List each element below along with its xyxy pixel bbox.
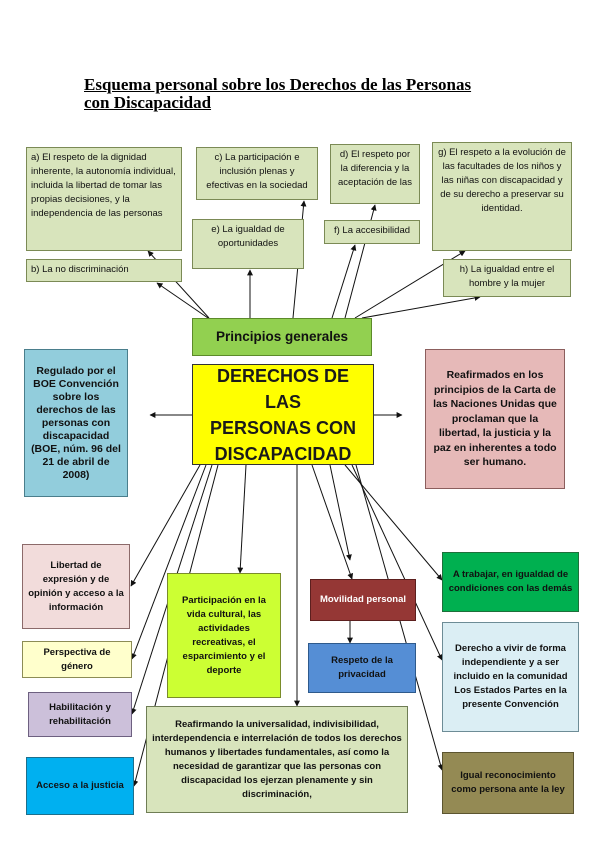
right-cultural-participation: Participación en la vida cultural, las a… (167, 573, 281, 698)
principle-d-respect-difference: d) El respeto por la diferencia y la ace… (330, 144, 420, 204)
connector-arrow (351, 464, 443, 661)
principle-c-participation: c) La participación e inclusión plenas y… (196, 147, 318, 200)
right-to-work: A trabajar, en igualdad de condiciones c… (442, 552, 579, 612)
connector-arrow (331, 244, 357, 319)
connector-arrow (130, 464, 201, 587)
principle-f-accessibility: f) La accesibilidad (324, 220, 420, 244)
connector-arrow (311, 464, 354, 580)
connector-arrow (361, 294, 481, 319)
right-gender-perspective: Perspectiva de género (22, 641, 132, 678)
central-node: DERECHOS DE LAS PERSONAS CON DISCAPACIDA… (192, 364, 374, 465)
right-privacy: Respeto de la privacidad (308, 643, 416, 693)
principle-h-gender-equality: h) La igualdad entre el hombre y la muje… (443, 259, 571, 297)
right-access-to-justice: Acceso a la justicia (26, 757, 134, 815)
reaffirming-universality-box: Reafirmando la universalidad, indivisibi… (146, 706, 408, 813)
right-independent-living: Derecho a vivir de forma independiente y… (442, 622, 579, 732)
principles-hub: Principios generales (192, 318, 372, 356)
page-title: Esquema personal sobre los Derechos de l… (84, 75, 472, 112)
right-habilitation: Habilitación y rehabilitación (28, 692, 132, 737)
boe-regulation-box: Regulado por el BOE Convención sobre los… (24, 349, 128, 497)
un-charter-box: Reafirmados en los principios de la Cart… (425, 349, 565, 489)
principle-a-dignity: a) El respeto de la dignidad inherente, … (26, 147, 182, 251)
connector-arrow (156, 282, 209, 319)
connector-arrow (329, 464, 352, 561)
right-equal-recognition: Igual reconocimiento como persona ante l… (442, 752, 574, 814)
right-freedom-of-expression: Libertad de expresión y de opinión y acc… (22, 544, 130, 629)
principle-b-non-discrimination: b) La no discriminación (26, 259, 182, 282)
right-personal-mobility: Movilidad personal (310, 579, 416, 621)
connector-arrow (237, 464, 247, 574)
principle-e-equal-opportunities: e) La igualdad de oportunidades (192, 219, 304, 269)
principle-g-children-evolution: g) El respeto a la evolución de las facu… (432, 142, 572, 251)
